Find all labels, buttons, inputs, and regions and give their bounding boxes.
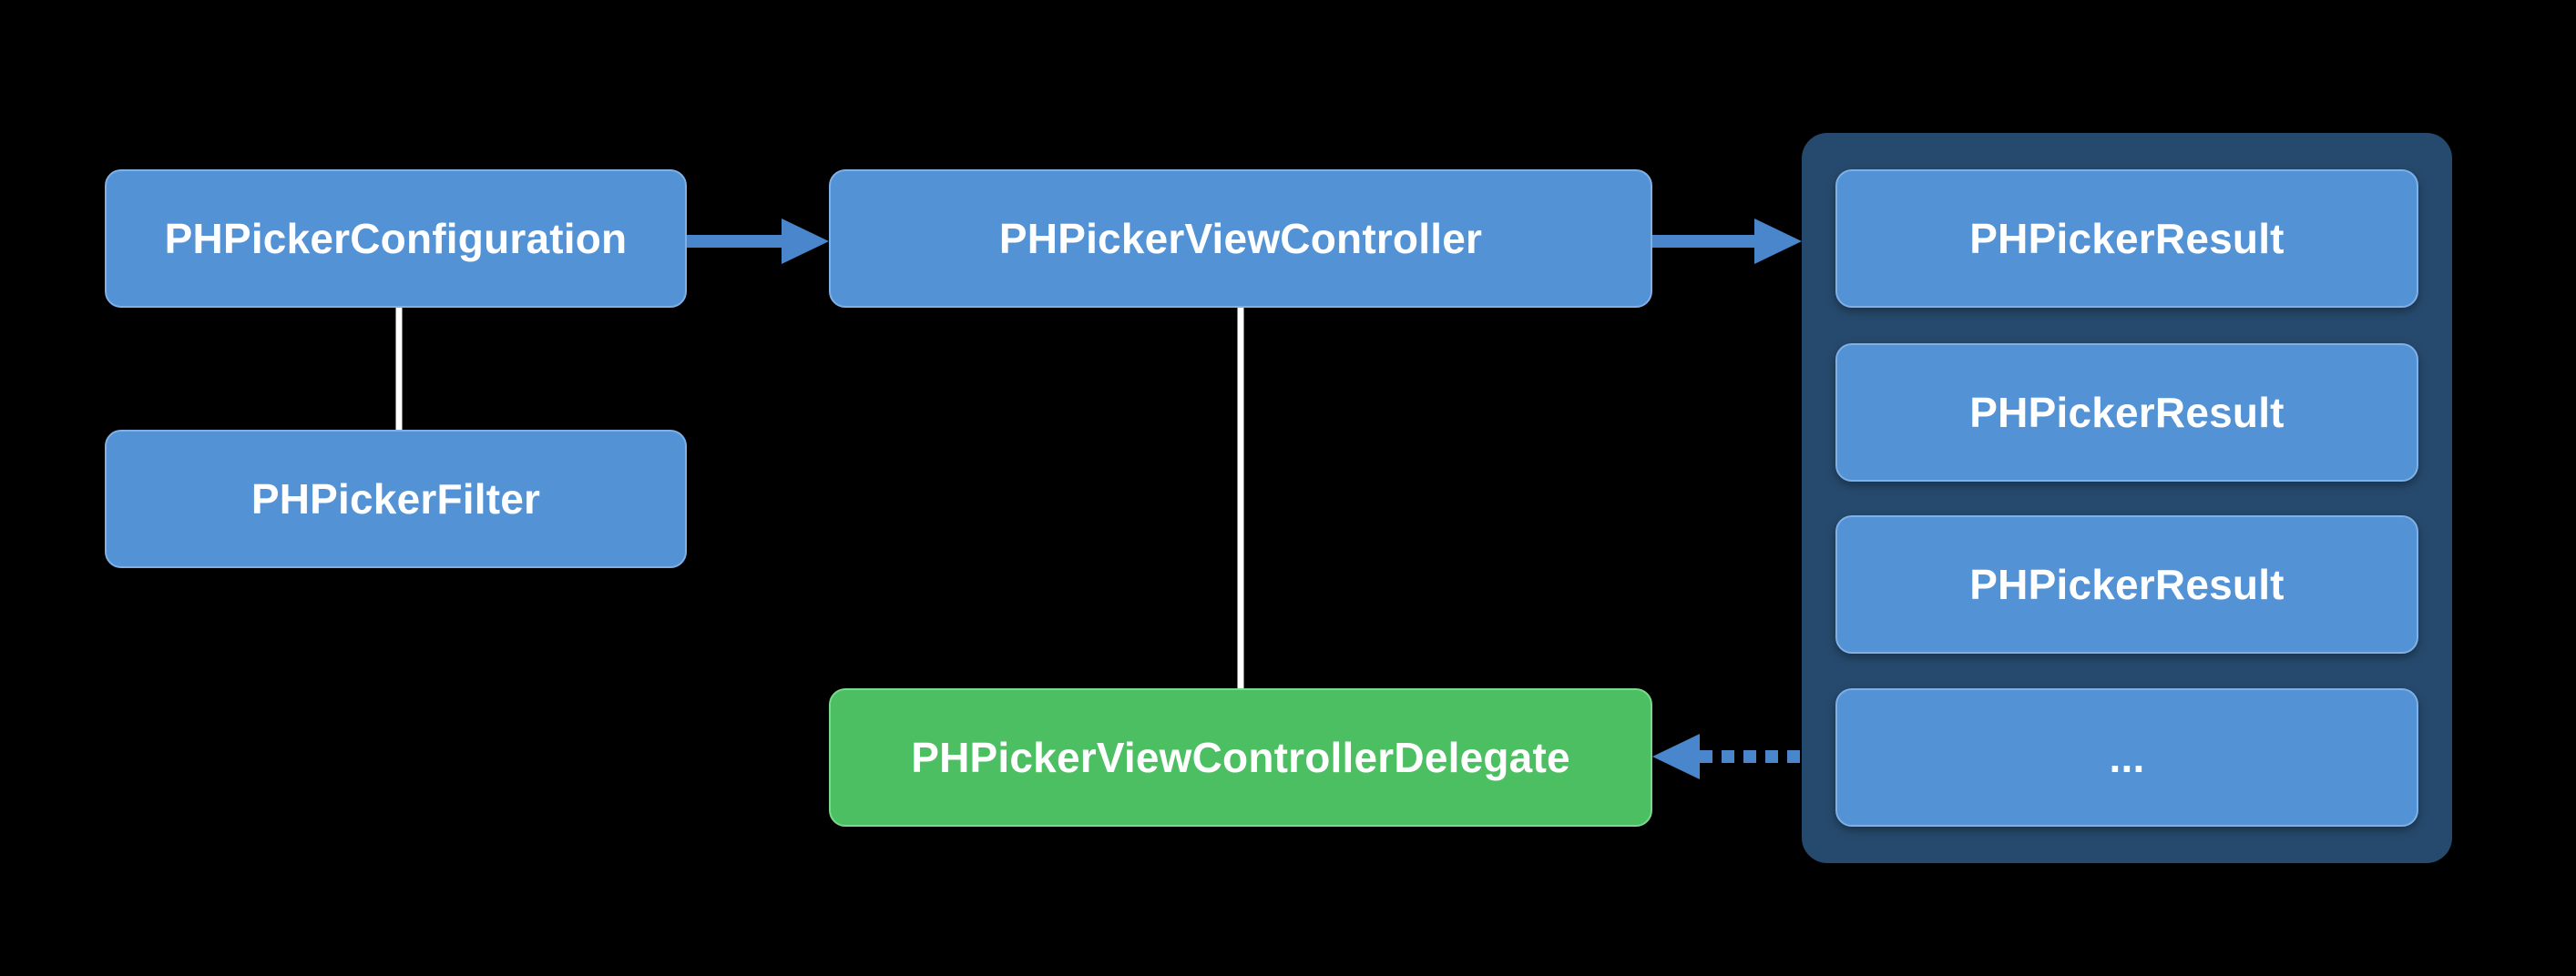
- phpicker-result-node-1: PHPickerResult: [1835, 169, 2418, 308]
- phpicker-result-node-more: ...: [1835, 688, 2418, 827]
- config-to-controller-arrow: [687, 219, 829, 264]
- results-to-delegate-dotted-arrow: [1652, 734, 1800, 779]
- phpicker-view-controller-delegate-label: PHPickerViewControllerDelegate: [911, 734, 1570, 781]
- controller-to-results-arrow: [1652, 219, 1802, 264]
- phpicker-view-controller-node: PHPickerViewController: [829, 169, 1652, 308]
- phpicker-configuration-node: PHPickerConfiguration: [105, 169, 687, 308]
- phpicker-result-label: PHPickerResult: [1969, 389, 2285, 436]
- phpicker-result-node-2: PHPickerResult: [1835, 343, 2418, 482]
- phpicker-result-node-3: PHPickerResult: [1835, 515, 2418, 654]
- phpicker-filter-node: PHPickerFilter: [105, 430, 687, 568]
- phpicker-view-controller-label: PHPickerViewController: [998, 215, 1483, 262]
- phpicker-result-label: PHPickerResult: [1969, 215, 2285, 262]
- phpicker-result-label: PHPickerResult: [1969, 561, 2285, 608]
- phpicker-filter-label: PHPickerFilter: [250, 475, 541, 523]
- phpicker-view-controller-delegate-node: PHPickerViewControllerDelegate: [829, 688, 1652, 827]
- phpicker-configuration-label: PHPickerConfiguration: [164, 215, 628, 262]
- phpicker-result-ellipsis-label: ...: [2109, 734, 2145, 781]
